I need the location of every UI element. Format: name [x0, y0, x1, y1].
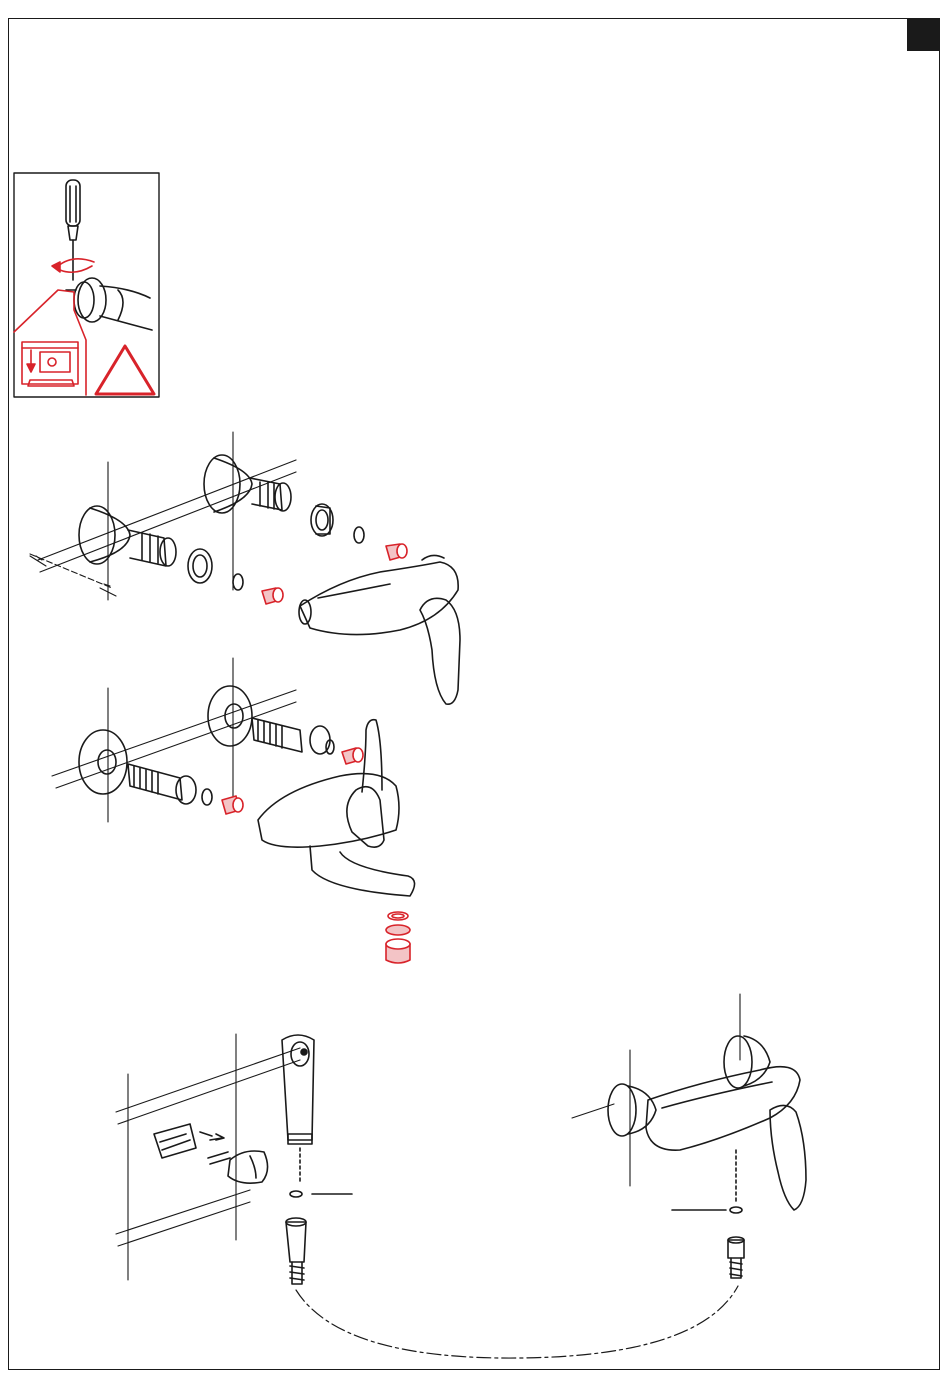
upper-filter-red-bath	[342, 748, 363, 764]
shower-hose	[296, 1286, 738, 1358]
warning-triangle-icon	[96, 346, 154, 394]
lower-eccentric-connector	[79, 506, 176, 566]
shutoff-warning-figure	[14, 173, 159, 397]
lower-filter-red-bath	[222, 796, 243, 814]
wall-flange-right	[724, 1036, 770, 1088]
shower-mixer-body	[299, 555, 460, 704]
hand-shower-set-figure	[116, 1034, 352, 1284]
wall-grid	[572, 994, 740, 1186]
screwdriver-icon	[66, 180, 80, 280]
hose-end-fitting	[286, 1218, 306, 1284]
wall-grid	[116, 1034, 300, 1280]
lower-rosette	[79, 730, 127, 794]
aerator-parts-red	[386, 912, 410, 963]
mixer-outlet-washer	[672, 1207, 742, 1213]
lower-washer-bath	[202, 789, 212, 805]
shower-holder	[228, 1151, 268, 1183]
upper-rosette	[208, 686, 252, 746]
wall-grid	[30, 432, 296, 600]
upper-filter-red	[386, 544, 407, 560]
shower-mixer-exploded-figure	[30, 432, 460, 704]
shower-mixer-body	[646, 1067, 806, 1210]
upper-nut	[311, 504, 333, 536]
upper-washer	[354, 527, 364, 543]
wall-flange-left	[608, 1084, 656, 1136]
mixer-hose-nut	[728, 1237, 744, 1278]
lower-washer	[233, 574, 243, 590]
wall-bracket	[154, 1124, 230, 1164]
shower-mixer-hose-figure	[572, 994, 806, 1278]
lower-threaded-connector	[128, 764, 196, 804]
upper-threaded-connector	[252, 718, 330, 754]
upper-eccentric-connector	[204, 455, 291, 513]
lower-nut	[188, 549, 212, 583]
bath-mixer-exploded-figure	[52, 658, 415, 963]
lower-filter-red	[262, 588, 283, 604]
hose-washer	[290, 1191, 352, 1197]
hand-shower-head	[282, 1035, 314, 1184]
down-arrow-icon	[27, 350, 35, 372]
